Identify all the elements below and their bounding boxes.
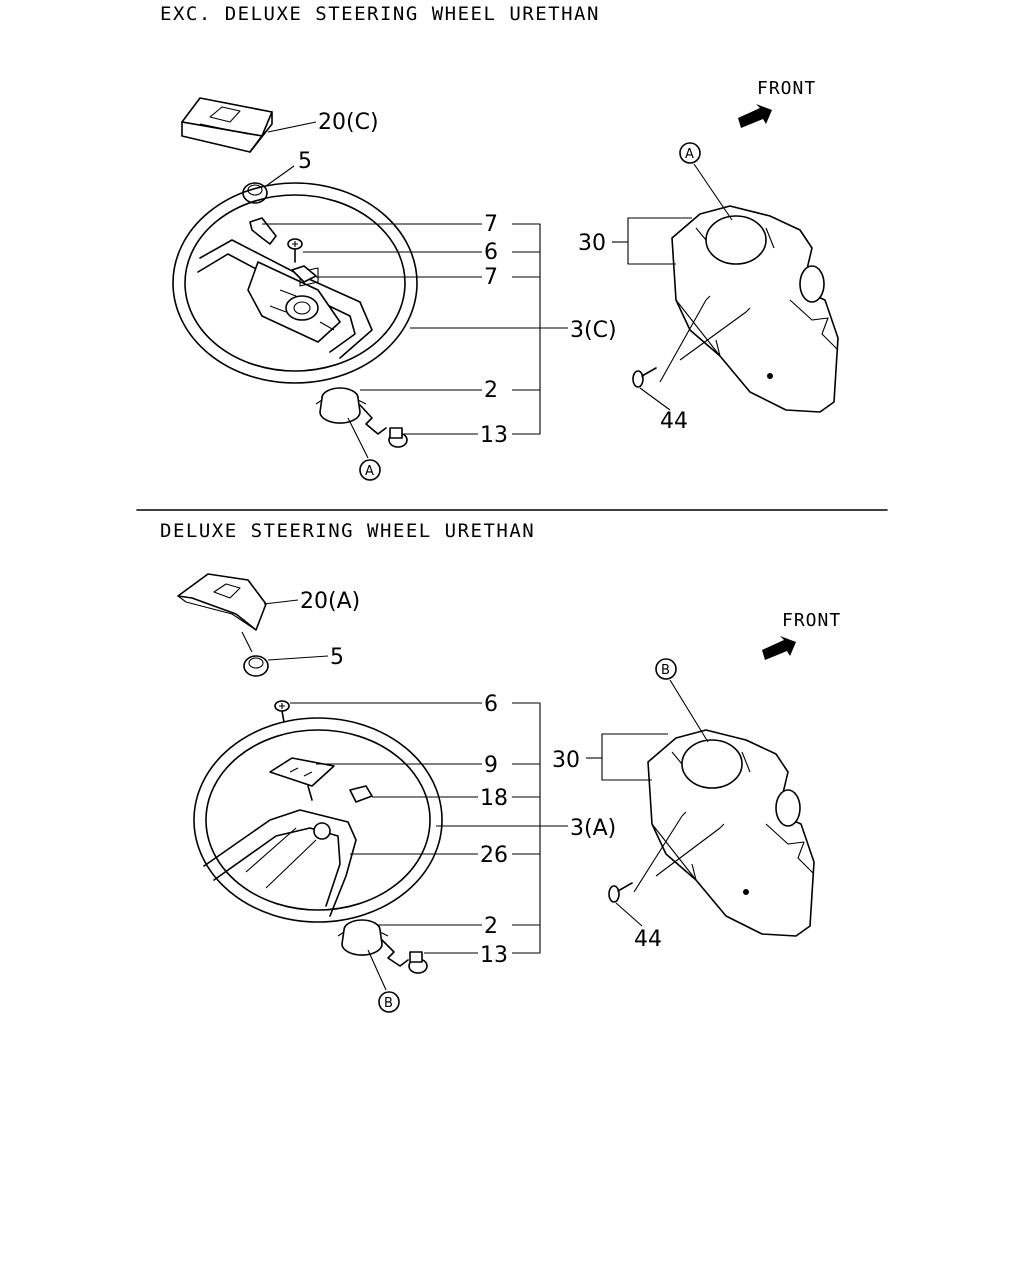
connector-part <box>349 785 373 803</box>
steering-wheel-part <box>172 182 418 384</box>
ref-marker-lower-label: B <box>384 996 393 1011</box>
callout-connector: 18 <box>480 786 508 811</box>
callout-pad-cover: 26 <box>480 843 508 868</box>
cover-screw-part <box>608 882 633 903</box>
horn-pad-part <box>177 573 267 631</box>
ref-marker-upper-label: B <box>661 663 670 678</box>
callout-cover: 30 <box>578 231 606 256</box>
callout-horn-pad: 20(C) <box>318 110 379 135</box>
section-title-exc-deluxe: EXC. DELUXE STEERING WHEEL URETHAN <box>160 3 600 25</box>
callout-bracket: 9 <box>484 753 498 778</box>
callout-contact-upper: 7 <box>484 212 498 237</box>
steering-wheel-part <box>193 717 443 923</box>
horn-pad-part <box>181 97 273 153</box>
callout-cancel-cam: 2 <box>484 378 498 403</box>
section-title-deluxe: DELUXE STEERING WHEEL URETHAN <box>160 520 535 542</box>
front-label: FRONT <box>757 78 816 99</box>
front-label: FRONT <box>782 610 841 631</box>
callout-cancel-cam: 2 <box>484 914 498 939</box>
cancel-cam-part <box>315 387 367 424</box>
callout-contact-lower: 7 <box>484 265 498 290</box>
callout-screw: 6 <box>484 240 498 265</box>
callout-bolt: 13 <box>480 423 508 448</box>
ref-marker-lower-label: A <box>365 464 374 479</box>
bolt-part <box>359 404 408 448</box>
callout-horn-pad: 20(A) <box>300 589 360 614</box>
callout-cover: 30 <box>552 748 580 773</box>
ref-marker-upper-label: A <box>685 147 694 162</box>
screw-part <box>274 700 290 723</box>
cover-screw-part <box>632 367 657 388</box>
callout-screw: 6 <box>484 692 498 717</box>
nut-part <box>243 655 269 677</box>
ref-marker-upper <box>655 658 677 680</box>
ref-marker-lower <box>378 991 400 1013</box>
callout-bolt: 13 <box>480 943 508 968</box>
contact-upper-part <box>249 217 277 245</box>
column-cover-part <box>659 205 839 413</box>
callout-wheel: 3(A) <box>570 816 616 841</box>
callout-nut: 5 <box>298 149 312 174</box>
callout-nut: 5 <box>330 645 344 670</box>
bolt-part <box>381 939 428 974</box>
front-arrow-icon <box>738 104 772 128</box>
cancel-cam-part <box>337 919 389 956</box>
callout-wheel: 3(C) <box>570 318 617 343</box>
callout-cover-screw: 44 <box>634 927 662 952</box>
ref-marker-upper <box>679 142 701 164</box>
callout-cover-screw: 44 <box>660 409 688 434</box>
section-deluxe: DELUXE STEERING WHEEL URETHAN FRONT 20(A… <box>160 520 841 1013</box>
column-cover-part <box>633 729 815 937</box>
screw-part <box>287 238 303 263</box>
front-arrow-icon <box>762 636 796 660</box>
ref-marker-lower <box>359 459 381 481</box>
section-exc-deluxe: EXC. DELUXE STEERING WHEEL URETHAN FRONT… <box>160 3 839 481</box>
contact-lower-part <box>291 265 317 283</box>
